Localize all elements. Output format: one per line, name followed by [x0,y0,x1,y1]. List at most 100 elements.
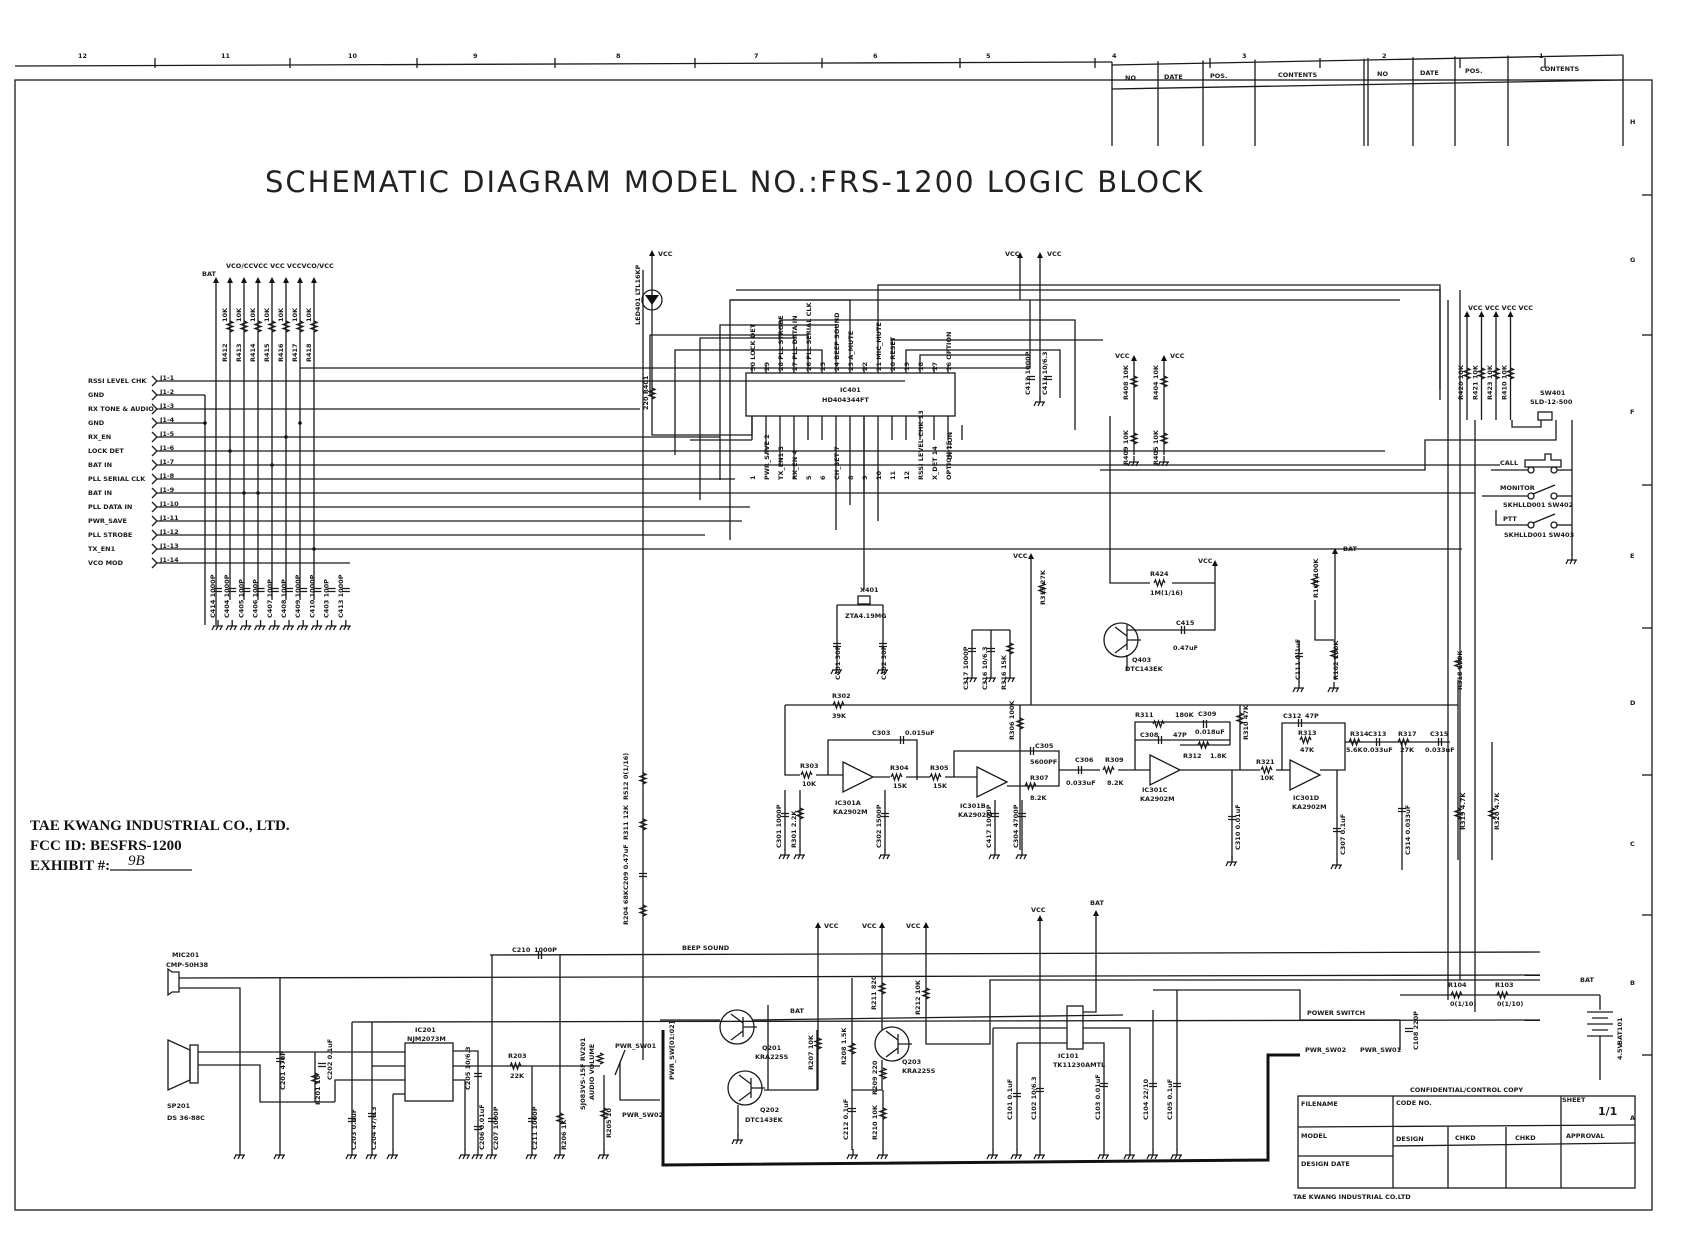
capacitor-symbol [313,587,322,593]
resistor-symbol [1505,367,1516,380]
ground-symbol [471,1149,483,1160]
component-label: C307 0.1uF [1339,814,1347,855]
ic-pin-label: RX_EN 4 [791,450,799,480]
ground-symbol [1565,554,1577,565]
resistor-symbol [1461,367,1473,380]
rev-header-no: NO [1125,74,1136,82]
component-label: DTC143EK [1125,665,1164,673]
component-label: VCC [862,922,877,930]
component-label: R417 [291,343,299,362]
connector-signal-label: PLL SERIAL CLK [88,475,146,483]
resistor-symbol [1452,807,1464,820]
ic-pin-label: 26 PLL SERIAL CLK [805,301,813,371]
ic-pin-label: RSSI LEVEL CHK 13 [917,410,925,480]
resistor-symbol [509,1060,522,1072]
wire [178,974,1541,979]
ground-symbol [339,620,351,631]
capacitor-symbol [987,647,995,653]
connector-signal-label: PWR_SAVE [88,517,127,525]
resistor-symbol [1476,367,1487,380]
supply-arrow-icon [297,277,303,283]
component-label: SJ083VS-15F RV201 [579,1037,587,1110]
component-label: 0.015uF [905,729,935,737]
supply-arrow-icon [1493,311,1499,317]
switch-contact [1550,492,1558,500]
switch-contact [1550,521,1558,529]
component-label: R210 10K [871,1104,879,1140]
component-label: C203 0.1uF [350,1109,358,1150]
capacitor-symbol [341,587,350,593]
ground-symbol [988,849,1000,860]
connector-pin-label: J1-10 [159,500,179,508]
junction-dot [242,491,246,495]
title-block-line [1392,1142,1636,1147]
resistor-symbol [637,772,649,785]
ic-pin-label: 12 [903,471,911,480]
confidential-label: CONFIDENTIAL/CONTROL COPY [1410,1086,1523,1094]
component-label: VCC [1115,352,1130,360]
wire [784,705,800,776]
component-label: 10K [802,780,817,788]
capacitor-symbol [1044,375,1052,381]
capacitor-symbol [781,812,789,818]
rev-header-pos: POS. [1210,72,1227,80]
capacitor-symbol [1333,827,1341,833]
supply-arrow-icon [1093,910,1099,916]
component-label: C417 1000P [985,804,993,848]
resistor-symbol [1014,717,1026,730]
connector-pin-symbol [151,543,158,555]
ground-symbol [1097,1149,1109,1160]
resistor-symbol [252,320,264,333]
sheet-value: 1/1 [1598,1105,1617,1118]
chkd-label: CHKD [1515,1134,1536,1142]
company-name: TAE KWANG INDUSTRIAL CO., LTD. [30,818,290,834]
connector-pin-label: J1-14 [159,556,179,564]
exhibit-handwritten-mark: 9B [128,853,145,869]
component-label: 39K [832,712,847,720]
component-label: C207 1000P [492,1106,500,1150]
component-label: R305 [930,764,949,772]
component-label: 10K [277,307,285,322]
connector-signal-label: PLL STROBE [88,531,132,539]
wire [453,1079,466,1150]
connector-pin-symbol [151,529,158,541]
ic-pin-label: 16 OPTION [945,332,953,371]
component-label: R512 0(1/16) [622,753,630,800]
component-label: KRA225S [755,1053,789,1061]
grid-column-label: 11 [221,52,231,60]
capacitor-symbol [214,587,222,593]
resistor-symbol [1490,367,1502,380]
capacitor-symbol [474,1072,482,1078]
component-label: VCC [1170,352,1185,360]
component-label: BAT [1580,976,1594,984]
component-label: 10K [263,307,271,322]
component-label: X401 [860,586,879,594]
component-label: 5.6K [1346,746,1364,754]
component-label: KA2902M [1140,795,1175,803]
component-label: R409 10K [1122,429,1130,465]
ic-pin-label: 29 [763,361,771,371]
component-label: 220 R401 [642,375,650,410]
component-label: C210 [512,946,531,954]
component-label: R302 [832,692,851,700]
component-label: C302 1500P [875,804,883,848]
junction-dot [228,449,232,453]
approval-label: APPROVAL [1566,1132,1605,1140]
component-label: SLD-12-500 [1530,398,1573,406]
ic-pin-label: 6 [819,475,827,480]
connector-pin-label: J1-3 [159,402,174,410]
component-label: TK11230AMTL [1053,1061,1105,1069]
component-label: DS 36-88C [167,1114,205,1122]
wire [651,256,753,436]
component-label: C308 [1140,731,1159,739]
speaker-icon [167,1038,191,1092]
capacitor-symbol [228,587,237,593]
ic101-regulator [1066,1005,1084,1050]
capacitor-symbol [1295,652,1303,658]
wire [1153,989,1400,1021]
component-label: MIC201 [172,951,200,959]
wire [891,339,1103,366]
ground-symbol [225,620,238,631]
connector-signal-label: GND [88,391,105,399]
wire [1083,1027,1131,1150]
